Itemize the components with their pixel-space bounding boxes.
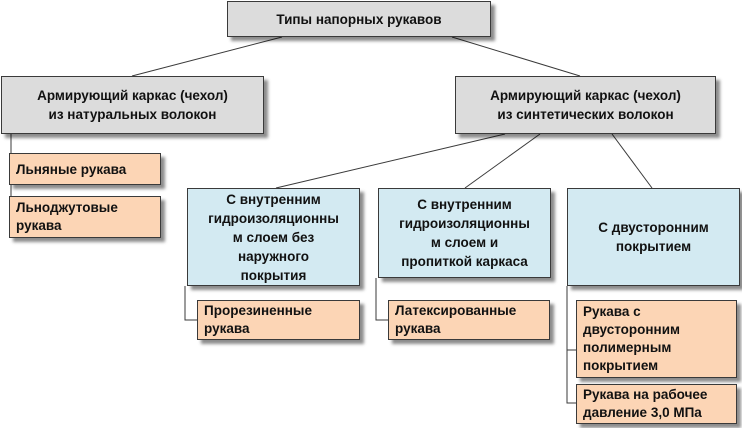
root-label: Типы напорных рукавов — [276, 11, 442, 27]
connector-root-synthetic — [451, 36, 581, 77]
connector-group3-items — [566, 286, 576, 351]
item-latex-hoses: Латексированные рукава — [388, 300, 550, 340]
connector-synthetic-group2 — [464, 133, 541, 189]
natural-fiber-box: Армирующий каркас (чехол) из натуральных… — [1, 76, 264, 134]
item-3mpa-hoses: Рукава на рабочее давление 3,0 МПа — [576, 384, 737, 424]
group-label: С внутренним гидроизоляционны м слоем и … — [399, 197, 530, 269]
item-label: Рукава на рабочее давление 3,0 МПа — [583, 387, 708, 420]
connector-group3-item2 — [566, 350, 576, 404]
group-no-outer-coating: С внутренним гидроизоляционны м слоем бе… — [187, 188, 360, 286]
synthetic-fiber-label: Армирующий каркас (чехол) из синтетическ… — [490, 88, 681, 122]
synthetic-fiber-box: Армирующий каркас (чехол) из синтетическ… — [455, 76, 716, 134]
group-label: С внутренним гидроизоляционны м слоем бе… — [208, 191, 339, 283]
natural-fiber-label: Армирующий каркас (чехол) из натуральных… — [37, 88, 228, 122]
item-label: Рукава с двусторонним полимерным покрыти… — [583, 304, 680, 373]
natural-item-label: Льноджутовые рукава — [16, 200, 118, 233]
connector-group2-items — [375, 278, 388, 321]
natural-item-flax-jute: Льноджутовые рукава — [9, 196, 161, 238]
item-label: Латексированные рукава — [395, 303, 517, 336]
item-label: Прорезиненные рукава — [204, 303, 312, 336]
natural-item-flax: Льняные рукава — [9, 153, 161, 185]
connector-group1-items — [184, 286, 197, 321]
natural-item-label: Льняные рукава — [16, 161, 127, 177]
group-impregnated-frame: С внутренним гидроизоляционны м слоем и … — [378, 188, 551, 278]
connector-root-natural — [131, 36, 283, 77]
group-label: С двусторонним покрытием — [598, 220, 709, 254]
item-rubberized-hoses: Прорезиненные рукава — [197, 300, 360, 340]
group-double-sided-coating: С двусторонним покрытием — [567, 188, 740, 286]
root-box: Типы напорных рукавов — [227, 1, 491, 37]
item-polymer-coated-hoses: Рукава с двусторонним полимерным покрыти… — [576, 300, 737, 378]
connector-synthetic-group3 — [611, 133, 653, 189]
connector-synthetic-group1 — [275, 133, 506, 189]
